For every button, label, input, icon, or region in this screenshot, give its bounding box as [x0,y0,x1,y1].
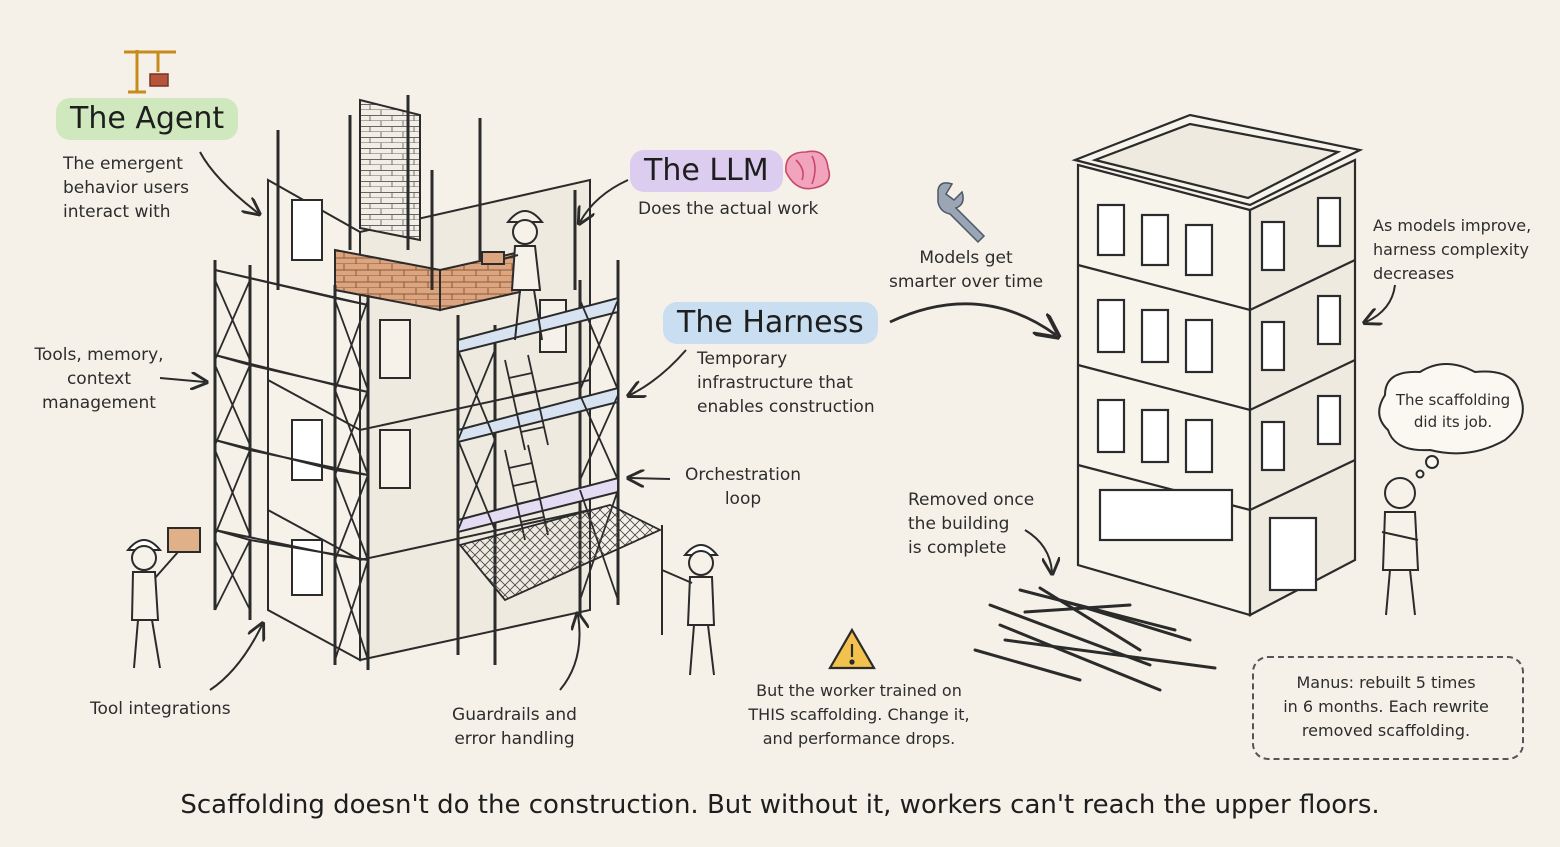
thought-bubble [1378,363,1524,479]
brain-icon [785,150,831,190]
llm-description: Does the actual work [638,199,819,219]
manus-box [1252,656,1524,760]
worker-right [661,525,720,676]
crane-icon [124,50,176,94]
safety-net [458,504,663,602]
scaffolding [213,95,620,670]
tool-integrations-label: Tool integrations [90,699,231,719]
guardrails-label: Guardrails and error handling [452,705,577,749]
scaffolding-pile [973,586,1217,692]
tools-memory-label: Tools, memory, context management [34,345,164,413]
removed-label: Removed once the building is complete [908,490,1035,558]
manus-note: Manus: rebuilt 5 times in 6 months. Each… [1283,673,1489,740]
worker-left [125,527,201,669]
llm-title: The LLM [630,150,783,192]
worker-llm [481,210,545,341]
wrench-icon [937,182,986,244]
models-smarter-label: Models get smarter over time [888,248,1044,292]
worker-trained-note: But the worker trained on THIS scaffoldi… [748,681,970,748]
agent-description: The emergent behavior users interact wit… [63,154,189,222]
orchestration-label: Orchestration loop [684,465,802,509]
annotation-arrows [159,151,1396,691]
complexity-label: As models improve, harness complexity de… [1373,216,1532,283]
warning-icon [828,627,876,670]
harness-description: Temporary infrastructure that enables co… [697,349,875,417]
scaffold-decks [214,269,619,561]
harness-title: The Harness [663,302,878,344]
finished-building [1071,113,1364,617]
bottom-caption: Scaffolding doesn't do the construction.… [180,790,1380,820]
observer-person [1381,477,1420,616]
thought-text: The scaffolding did its job. [1395,391,1511,431]
agent-title: The Agent [56,98,239,140]
ladders [504,354,549,541]
